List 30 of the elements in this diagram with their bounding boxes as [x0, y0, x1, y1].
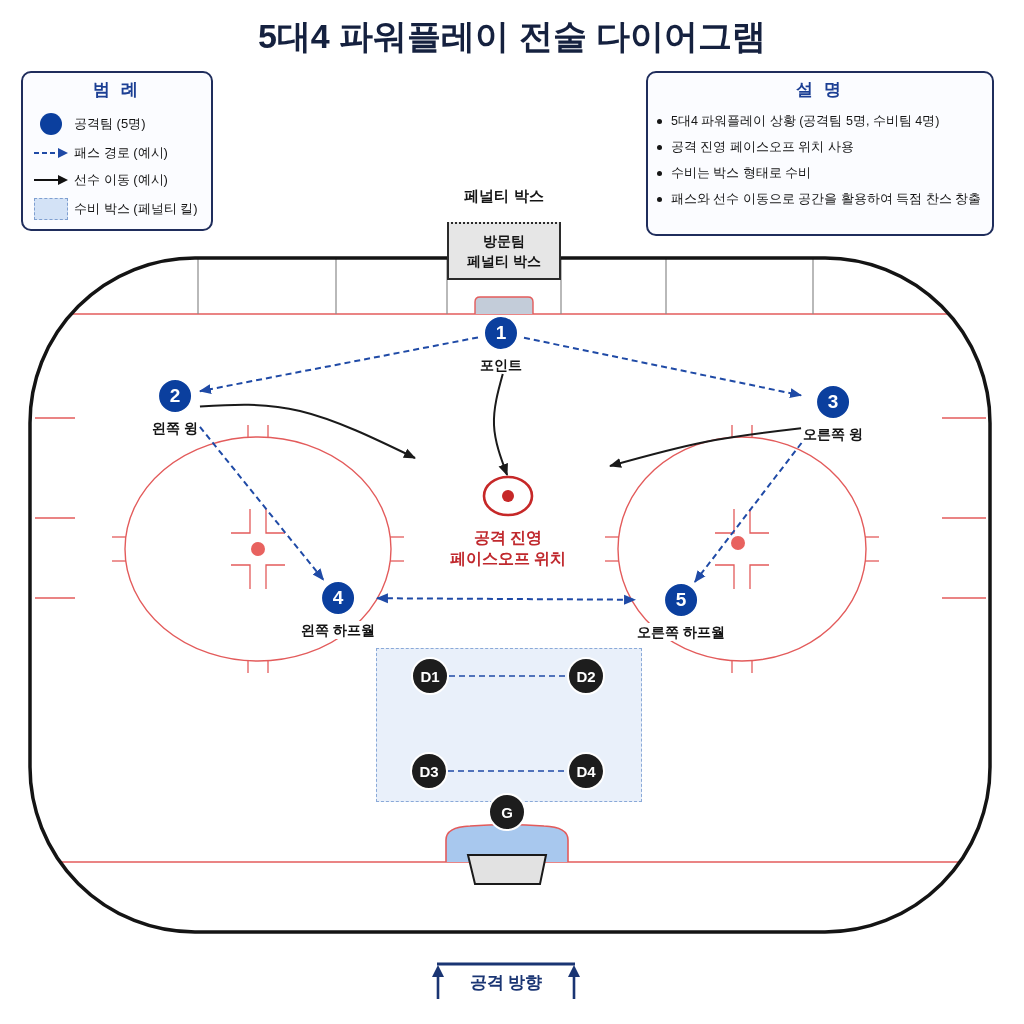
legend-title: 범 례	[93, 79, 141, 101]
legend-text: 공격팀 (5명)	[74, 115, 146, 133]
dashed-arrow	[375, 593, 637, 605]
player-label: 왼쪽 윙	[150, 419, 200, 437]
panel-heading: 설 명	[796, 79, 844, 101]
defense-zone	[376, 648, 642, 802]
player-label: 왼쪽 하프월	[299, 621, 377, 639]
legend-text: 선수 이동 (예시)	[74, 171, 168, 189]
player-marker: 2	[157, 378, 193, 414]
legend-text: 수비 박스 (페널티 킬)	[74, 200, 198, 218]
bullet-text: 5대4 파워플레이 상황 (공격팀 5명, 수비팀 4명)	[671, 113, 940, 130]
dashed-line	[448, 675, 568, 677]
player-marker: 3	[815, 384, 851, 420]
player-label: 오른쪽 윙	[801, 425, 865, 443]
defender-marker: D1	[411, 657, 449, 695]
description-panel	[646, 71, 994, 236]
defender-marker: D2	[567, 657, 605, 695]
player-marker: 5	[663, 582, 699, 618]
bullet-text: 공격 진영 페이스오프 위치 사용	[671, 139, 854, 156]
section-heading: 페널티 박스	[464, 186, 544, 206]
legend-text: 패스 경로 (예시)	[74, 144, 168, 162]
bullet-text: 수비는 박스 형태로 수비	[671, 165, 812, 182]
defender-marker: D4	[567, 752, 605, 790]
defender-marker: D3	[410, 752, 448, 790]
diagram-title: 5대4 파워플레이 전술 다이어그램	[257, 16, 767, 57]
player-label: 오른쪽 하프월	[635, 623, 727, 641]
direction-label: 공격 방향	[469, 972, 543, 994]
bullet-text: 패스와 선수 이동으로 공간을 활용하여 득점 찬스 창출	[671, 191, 982, 208]
player-marker: 4	[320, 580, 356, 616]
penalty-box: 방문팀 페널티 박스	[447, 222, 561, 280]
